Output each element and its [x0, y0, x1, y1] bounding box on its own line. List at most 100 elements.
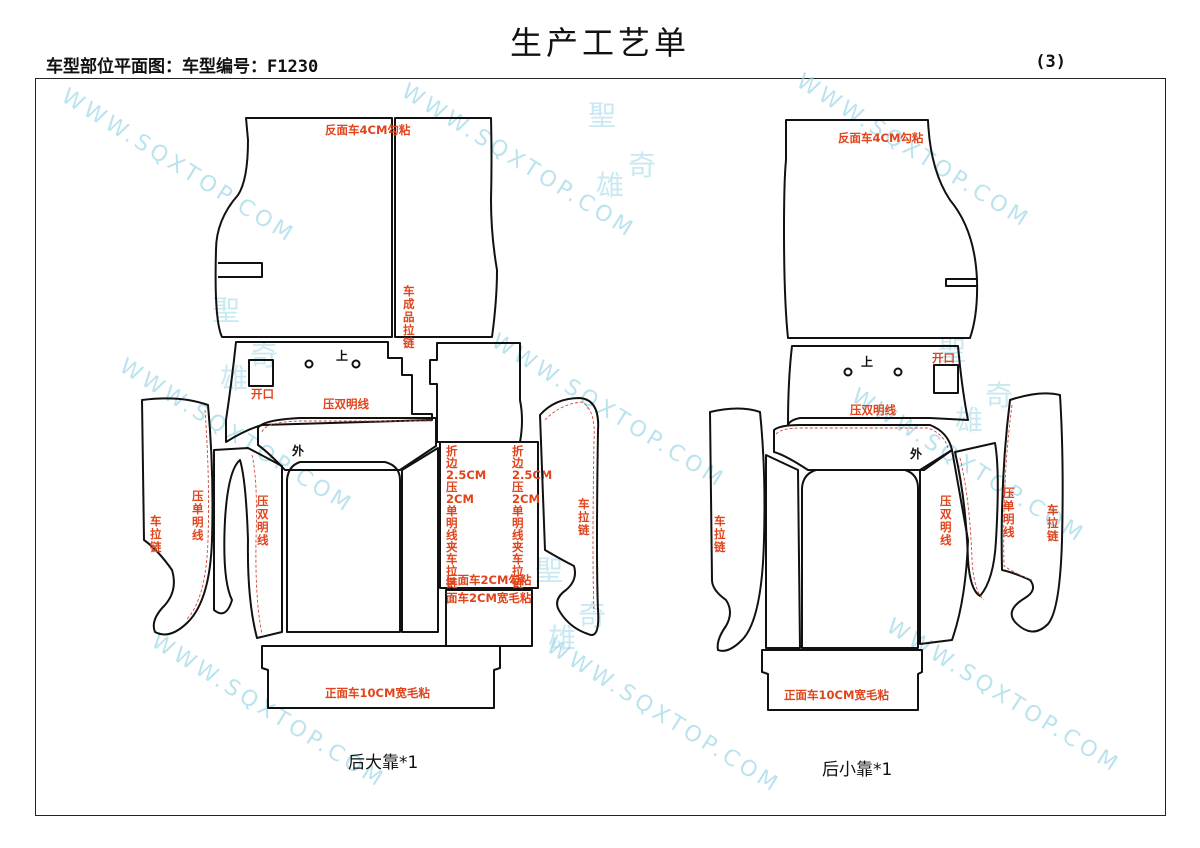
left-seat-inner-right	[401, 447, 439, 633]
label-char: 拉	[512, 564, 524, 578]
left-inner-double-label: 压 双 明 线	[256, 494, 269, 547]
right-up-mark: 上	[861, 354, 873, 369]
watermark-text: WWW.SQXTOP.COM	[542, 634, 785, 799]
left-bottom-strip	[261, 645, 501, 709]
label-char: 压	[1003, 486, 1015, 500]
left-wing-seam	[251, 454, 263, 635]
left-outside-mark: 外	[292, 443, 304, 458]
right-zip-label: 车 拉 链	[1047, 503, 1059, 543]
left-top-slot	[218, 262, 263, 278]
left-fold-panel	[439, 441, 539, 589]
left-front-2cm-label: 面车2CM宽毛粘	[446, 591, 532, 605]
label-char: 线	[446, 528, 458, 542]
label-char: 单	[1003, 499, 1015, 513]
label-char: 单	[446, 504, 458, 518]
left-double-line-label: 压双明线	[323, 397, 369, 411]
label-char: 压	[940, 494, 952, 508]
watermark-logo-char: 聖	[588, 99, 616, 132]
left-top-panel-a	[214, 117, 393, 338]
label-char: 链	[578, 523, 590, 537]
page-title: 生产工艺单	[509, 24, 690, 62]
left-wing-single-label: 压 单 明 线	[192, 489, 204, 542]
right-far-wing-seam	[1003, 404, 1033, 581]
label-char: 单	[512, 504, 524, 518]
label-char: 边	[445, 456, 458, 470]
label-char: 2CM	[446, 492, 474, 506]
left-far-wing	[141, 397, 214, 636]
left-side-wing-inner	[213, 447, 283, 639]
label-char: 车	[403, 284, 415, 298]
right-caption: 后小靠*1	[822, 760, 892, 780]
label-char: 明	[446, 516, 458, 530]
watermark-logo-char: 雄	[548, 622, 576, 655]
watermark-logo-char: 奇	[628, 149, 656, 182]
right-top-panel	[783, 119, 979, 339]
label-char: 压	[446, 480, 458, 494]
page-number: (3)	[1035, 52, 1066, 72]
right-bottom-label: 正面车10CM宽毛粘	[784, 688, 889, 702]
left-seat-seam	[261, 420, 433, 433]
label-char: 压	[192, 489, 204, 503]
right-seat-inner-left	[765, 454, 801, 649]
label-char: 线	[1003, 525, 1015, 539]
left-caption: 后大靠*1	[348, 753, 418, 773]
watermark-logo-char: 聖	[938, 334, 966, 367]
right-side-wing	[954, 442, 999, 597]
label-char: 链	[403, 336, 415, 350]
right-inner-double-label: 压 双 明 线	[939, 494, 952, 547]
left-middle-band	[225, 341, 433, 443]
left-top-panel-b	[394, 117, 498, 338]
label-char: 线	[940, 533, 952, 547]
model-subtitle: 车型部位平面图：车型编号：F1230	[46, 57, 319, 77]
left-up-mark: 上	[336, 348, 348, 363]
label-char: 双	[256, 507, 269, 521]
left-hole-2	[351, 359, 361, 369]
label-char: 明	[940, 520, 952, 534]
left-right-wing	[539, 397, 600, 636]
left-reverse-2cm-label: 反面车2CM勾粘	[446, 573, 532, 587]
left-seat-outer	[257, 417, 437, 471]
left-seat-center	[286, 461, 401, 633]
label-char: 链	[150, 540, 162, 554]
label-char: 明	[192, 515, 204, 529]
right-top-label: 反面车4CM勾粘	[838, 131, 924, 145]
right-middle-band	[787, 345, 969, 426]
label-char: 双	[939, 507, 952, 521]
right-hole-2	[893, 367, 903, 377]
label-char: 拉	[1047, 516, 1059, 530]
label-char: 车	[150, 514, 162, 528]
watermark-text: WWW.SQXTOP.COM	[57, 84, 300, 249]
label-char: 明	[512, 516, 524, 530]
label-char: 链	[512, 576, 524, 590]
right-far-wing	[1000, 392, 1064, 633]
left-open-label: 开口	[251, 387, 274, 401]
left-right-tab-panel	[429, 342, 523, 443]
label-char: 车	[578, 497, 590, 511]
label-char: 2CM	[512, 492, 540, 506]
label-char: 线	[512, 528, 524, 542]
watermark-layer: WWW.SQXTOP.COM WWW.SQXTOP.COM WWW.SQXTOP…	[57, 69, 1125, 799]
label-char: 夹	[512, 540, 524, 554]
left-open-box	[248, 359, 274, 387]
left-hole-1	[304, 359, 314, 369]
label-char: 车	[714, 514, 726, 528]
left-bottom-label: 正面车10CM宽毛粘	[325, 686, 430, 700]
label-char: 夹	[446, 540, 458, 554]
label-char: 明	[257, 520, 269, 534]
right-left-wing	[709, 407, 766, 652]
label-char: 车	[446, 552, 458, 566]
label-char: 拉	[150, 527, 162, 541]
left-right-wing-seam	[544, 401, 595, 613]
left-fold-col1: 折 边 2.5CM 压 2CM 单 明 线 夹 车 拉 链	[445, 444, 486, 590]
label-char: 单	[192, 502, 204, 516]
label-char: 拉	[446, 564, 458, 578]
label-char: 线	[192, 528, 204, 542]
label-char: 压	[257, 494, 269, 508]
label-char: 折	[512, 444, 524, 458]
right-top-slot	[945, 278, 978, 287]
right-seat-seam	[775, 427, 949, 449]
label-char: 明	[1003, 512, 1015, 526]
right-side-wing-seam	[959, 457, 985, 601]
right-assembly: 反面车4CM勾粘 上 开口 压双明线 外 压 双 明 线 车 拉 链 压 单	[709, 119, 1064, 780]
